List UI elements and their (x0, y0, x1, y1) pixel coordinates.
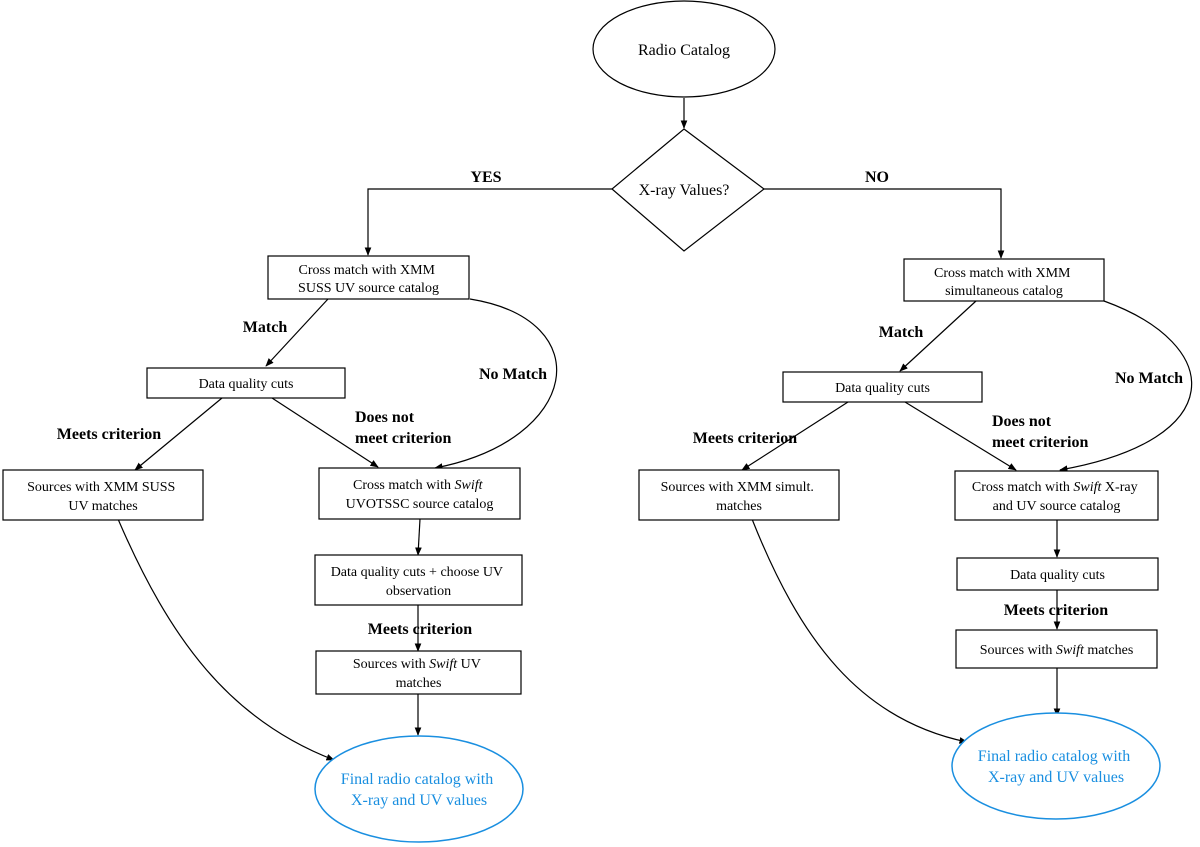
node-left-final-line1: Final radio catalog with (341, 771, 493, 788)
label-right-match: Match (879, 324, 924, 341)
label-left-meets: Meets criterion (57, 426, 161, 443)
decision-label: X-ray Values? (639, 182, 730, 199)
edge-right-no-match (1059, 300, 1193, 472)
node-right-swift-xray-uv-post: X-ray (1101, 480, 1137, 495)
edge-left-does-not (271, 397, 379, 468)
node-right-swift-matches: Sources with Swift matches (955, 629, 1158, 669)
edge-decision-no (764, 188, 1005, 259)
edge-left-match (265, 298, 329, 367)
node-left-xmm-suss-matches-line2: UV matches (68, 499, 137, 514)
node-left-dq2-line2: observation (386, 584, 451, 599)
edge-right-meets (741, 401, 849, 471)
edge-decision-yes (364, 188, 612, 256)
edge-left-swift-to-dq2 (415, 518, 422, 556)
node-right-final-line2: X-ray and UV values (988, 769, 1124, 786)
svg-text:Cross match with XMM SUS: Cross match with XMM SUSS UV source cata… (298, 263, 439, 296)
node-left-swift-uvotssc: Cross match with Swift UVOTSSC source ca… (318, 467, 521, 520)
node-right-xmm-simult-line2: simultaneous catalog (945, 284, 1063, 299)
svg-text:Cross match with Swift X-ray: Cross match with Swift X-ray and UV sour… (972, 480, 1141, 514)
node-right-swift-xray-uv: Cross match with Swift X-ray and UV sour… (954, 470, 1159, 521)
node-left-swift-uv-matches-post: UV (457, 657, 481, 672)
node-right-xmm-simult: Cross match with XMM simultaneous catalo… (903, 258, 1105, 302)
node-right-swift-matches-pre: Sources with (980, 643, 1056, 658)
node-left-swift-uvotssc-line2: UVOTSSC source catalog (346, 497, 494, 512)
label-right-meets: Meets criterion (693, 430, 797, 447)
label-left-no-match: No Match (479, 366, 547, 383)
edge-left-meets (134, 397, 223, 471)
node-left-swift-uv-matches-swift: Swift (429, 657, 458, 672)
node-left-xmm-suss-matches: Sources with XMM SUSS UV matches (2, 469, 204, 521)
svg-text:Sources with Swift UV ma: Sources with Swift UV matches (353, 657, 484, 691)
label-right-no-match: No Match (1115, 370, 1183, 387)
edge-right-match (899, 300, 977, 372)
label-right-does-not-2: meet criterion (992, 434, 1088, 451)
node-left-dq2-line1: Data quality cuts + choose UV (331, 565, 503, 580)
edge-labels: YES NO Match No Match Meets criterion Do… (57, 169, 1183, 638)
node-right-swift-matches-swift: Swift (1056, 643, 1085, 658)
node-right-xmm-simult-line1: Cross match with XMM (934, 266, 1071, 281)
label-right-meets-swift: Meets criterion (1004, 602, 1108, 619)
node-left-xmm-suss: Cross match with XMM SUSS UV source cata… (267, 255, 470, 300)
node-right-dq1: Data quality cuts (782, 371, 983, 403)
node-right-swift-matches-post: matches (1084, 643, 1133, 658)
node-right-final: Final radio catalog with X-ray and UV va… (951, 712, 1161, 820)
node-right-xmm-simult-matches-line1: Sources with XMM simult. (661, 480, 814, 495)
label-left-does-not-2: meet criterion (355, 430, 451, 447)
node-left-final-line2: X-ray and UV values (351, 792, 487, 809)
node-left-xmm-suss-line2: SUSS UV source catalog (298, 281, 439, 296)
start-label: Radio Catalog (638, 42, 730, 59)
start-node: Radio Catalog (592, 0, 776, 98)
node-right-final-line1: Final radio catalog with (978, 748, 1130, 765)
node-left-swift-uv-matches-line2: matches (396, 676, 442, 691)
node-left-final: Final radio catalog with X-ray and UV va… (314, 735, 524, 843)
edge-left-no-match (434, 298, 558, 470)
node-left-xmm-suss-line1: Cross match with XMM (299, 263, 436, 278)
edge-left-xmm-matches-to-final (117, 518, 335, 761)
node-right-swift-xray-uv-pre: Cross match with (972, 480, 1074, 495)
svg-text:Sources with XMM simult.: Sources with XMM simult. matches (661, 480, 818, 514)
svg-text:Cross match with Swift U: Cross match with Swift UVOTSSC source ca… (346, 478, 494, 512)
label-yes: YES (470, 169, 501, 186)
node-left-dq1: Data quality cuts (146, 367, 346, 399)
label-left-match: Match (243, 319, 288, 336)
node-left-swift-uvotssc-pre: Cross match with (353, 478, 455, 493)
node-left-dq2: Data quality cuts + choose UV observatio… (314, 554, 523, 606)
node-left-swift-uv-matches: Sources with Swift UV matches (315, 650, 522, 695)
node-left-xmm-suss-matches-line1: Sources with XMM SUSS (27, 480, 175, 495)
node-left-swift-uv-matches-pre: Sources with (353, 657, 429, 672)
svg-text:Final radio catalog with: Final radio catalog with X-ray and UV va… (978, 748, 1134, 786)
svg-text:Cross match with XMM sim: Cross match with XMM simultaneous catalo… (934, 266, 1074, 299)
label-left-meets-swift: Meets criterion (368, 621, 472, 638)
edge-right-xmm-matches-to-final (751, 518, 968, 744)
node-right-swift-xray-uv-swift: Swift (1073, 480, 1102, 495)
label-no: NO (865, 169, 889, 186)
node-right-dq2-label: Data quality cuts (1010, 568, 1105, 583)
node-left-dq1-label: Data quality cuts (199, 377, 294, 392)
svg-text:Final radio catalog with: Final radio catalog with X-ray and UV va… (341, 771, 497, 809)
node-right-dq1-label: Data quality cuts (835, 381, 930, 396)
node-right-xmm-simult-matches: Sources with XMM simult. matches (638, 469, 840, 521)
svg-text:Data quality cuts + choose UV: Data quality cuts + choose UV observatio… (331, 565, 507, 599)
node-right-xmm-simult-matches-line2: matches (716, 499, 762, 514)
node-right-dq2: Data quality cuts (956, 557, 1159, 591)
label-left-does-not-1: Does not (355, 409, 415, 426)
decision-node: X-ray Values? (611, 128, 765, 252)
node-right-swift-xray-uv-line2: and UV source catalog (993, 499, 1121, 514)
svg-text:Sources with Swift matches: Sources with Swift matches (980, 643, 1134, 658)
node-left-swift-uvotssc-swift: Swift (454, 478, 483, 493)
svg-text:Sources with XMM SUSS UV: Sources with XMM SUSS UV matches (27, 480, 179, 514)
edges (117, 98, 1193, 761)
edge-right-does-not (904, 401, 1017, 471)
label-right-does-not-1: Does not (992, 413, 1052, 430)
